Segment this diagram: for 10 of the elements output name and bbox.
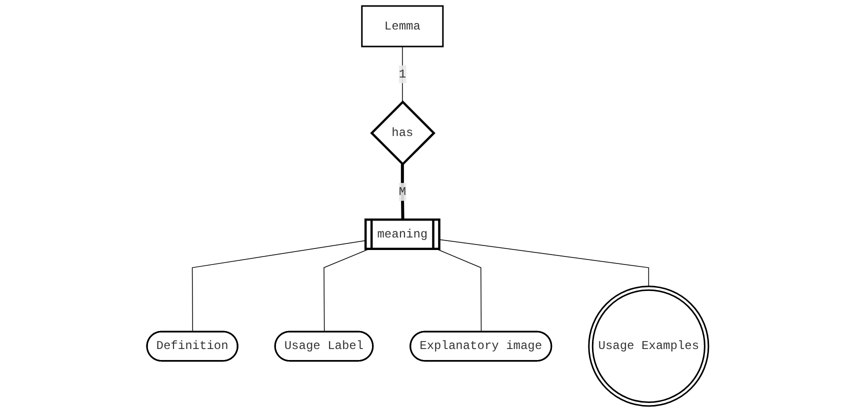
connector [324, 248, 370, 332]
connector [192, 240, 367, 332]
node-circle: Usage Examples [588, 286, 710, 407]
connector [437, 248, 482, 332]
connector [440, 239, 650, 287]
edge-label: 1 [399, 68, 406, 82]
edge-label: M [399, 185, 406, 199]
node-box: Lemma [361, 5, 444, 48]
connector [401, 164, 405, 220]
node-diamond: has [370, 100, 436, 166]
